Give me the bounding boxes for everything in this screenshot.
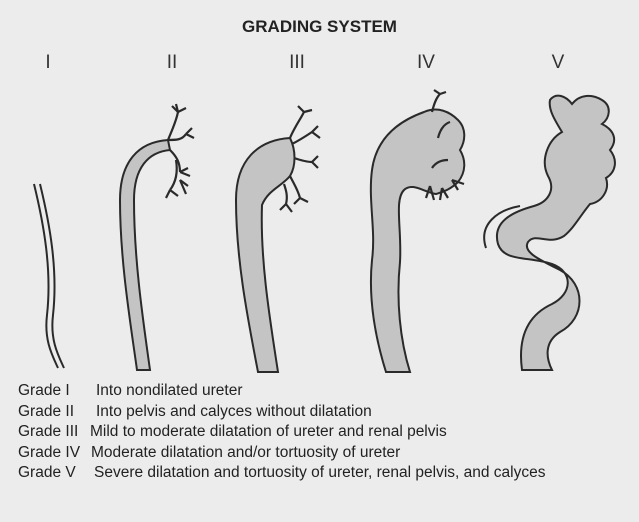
grade-3-ureter [234,105,321,373]
legend-item-grade-5: Grade V Severe dilatation and tortuosity … [18,463,545,484]
grade-1-ureter [33,183,65,369]
legend-grade: Grade II [18,402,74,420]
grade-5-ureter [483,94,616,371]
grade-4-ureter [369,89,466,373]
grade-label-1: I [45,52,51,73]
grade-label-3: III [289,52,305,73]
legend-desc: Severe dilatation and tortuosity of uret… [94,464,546,481]
diagram-title: GRADING SYSTEM [242,17,397,36]
grade-label-5: V [551,52,565,73]
grade-label-4: IV [417,52,435,73]
legend-item-grade-3: Grade III Mild to moderate dilatation of … [18,422,545,443]
legend-desc: Into nondilated ureter [96,382,243,399]
legend-grade: Grade III [18,423,79,440]
legend-item-grade-4: Grade IV Moderate dilatation and/or tortu… [18,443,545,464]
legend-grade: Grade I [18,382,70,399]
grade-legend: Grade I Into nondilated ureter Grade II In… [18,381,545,484]
legend-desc: Into pelvis and calyces without dilatati… [96,402,372,420]
legend-item-grade-2: Grade II Into pelvis and calyces without … [18,402,545,423]
legend-desc: Moderate dilatation and/or tortuosity of… [91,443,401,461]
legend-grade: Grade IV [18,443,81,461]
legend-desc: Mild to moderate dilatation of ureter an… [90,423,447,440]
grade-label-2: II [166,52,178,73]
legend-grade: Grade V [18,464,76,481]
legend-item-grade-1: Grade I Into nondilated ureter [18,381,545,402]
grade-2-ureter [118,103,195,371]
